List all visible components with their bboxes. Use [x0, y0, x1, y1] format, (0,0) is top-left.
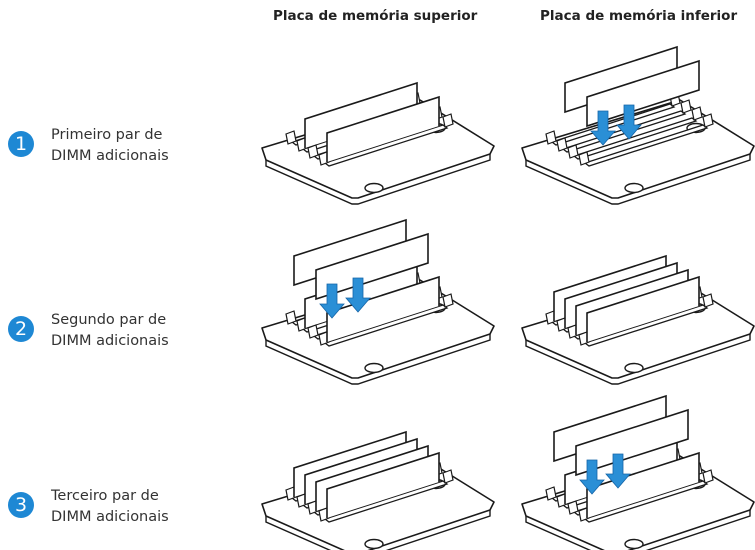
board-upper-step1 [261, 81, 495, 205]
dimm-module [586, 451, 700, 518]
board-edge [525, 334, 751, 385]
step-number-badge: 3 [8, 492, 34, 518]
slot-latch [567, 500, 579, 515]
board-lower-step2 [521, 254, 755, 385]
step-label-line2: DIMM adicionais [51, 333, 169, 349]
mount-hole [624, 182, 644, 194]
board-edge [265, 334, 491, 385]
slot-latch [307, 144, 319, 159]
dimm-module-inserting [315, 232, 429, 301]
step-label-line1: Terceiro par de [51, 488, 159, 504]
step-label: Segundo par de DIMM adicionais [51, 310, 169, 352]
insert-arrow [605, 453, 631, 489]
dimm-module [326, 95, 440, 162]
slot-latch [578, 151, 590, 166]
step-label-line1: Segundo par de [51, 312, 167, 328]
step-number-badge: 1 [8, 131, 34, 157]
slot-latch [545, 130, 557, 145]
insert-arrow [590, 110, 616, 146]
dimm-module [326, 275, 440, 342]
dimm-slot [323, 304, 449, 347]
slot-latch [680, 99, 692, 114]
slot-latch [545, 486, 557, 501]
insert-arrow [319, 283, 345, 319]
step-label-line1: Primeiro par de [51, 127, 163, 143]
slot-latch [442, 469, 454, 484]
dimm-slot [572, 117, 698, 160]
board-lower-step3 [521, 394, 755, 550]
step-label: Primeiro par de DIMM adicionais [51, 125, 169, 167]
board-edge [265, 154, 491, 205]
slot-latch [556, 137, 568, 152]
dimm-module-inserting [586, 59, 700, 128]
board-edge [525, 154, 751, 205]
board-upper-step3 [261, 430, 495, 550]
slot-latch [307, 324, 319, 339]
step-label-line2: DIMM adicionais [51, 148, 169, 164]
dimm-module-inserting [575, 408, 689, 477]
slot-latch [691, 106, 703, 121]
column-header-upper: Placa de memória superior [273, 8, 478, 24]
insert-arrow [345, 277, 371, 313]
slot-latch [702, 293, 714, 308]
insert-arrow [616, 104, 642, 140]
step-2: 2 Segundo par de DIMM adicionais [8, 310, 208, 354]
slot-latch [285, 310, 297, 325]
dimm-slot [583, 480, 709, 523]
column-header-lower: Placa de memória inferior [540, 8, 738, 24]
slot-latch [442, 113, 454, 128]
dimm-slot [323, 124, 449, 167]
dimm-slot [323, 480, 449, 523]
step-1: 1 Primeiro par de DIMM adicionais [8, 125, 208, 169]
board-edge [265, 510, 491, 550]
mount-hole [364, 538, 384, 550]
step-number-badge: 2 [8, 316, 34, 342]
board-lower-step1 [521, 45, 755, 205]
mount-hole [624, 538, 644, 550]
dimm-module [326, 451, 440, 518]
insert-arrow [579, 459, 605, 495]
board-edge [525, 510, 751, 550]
mount-hole [364, 362, 384, 374]
step-3: 3 Terceiro par de DIMM adicionais [8, 486, 208, 530]
step-label-line2: DIMM adicionais [51, 509, 169, 525]
mount-hole [624, 362, 644, 374]
mount-hole [364, 182, 384, 194]
slot-latch [702, 113, 714, 128]
slot-latch [702, 469, 714, 484]
step-label: Terceiro par de DIMM adicionais [51, 486, 169, 528]
dimm-slot [583, 304, 709, 347]
slot-latch [567, 144, 579, 159]
board-upper-step2 [261, 218, 495, 385]
dimm-slot [583, 124, 709, 167]
slot-latch [285, 130, 297, 145]
slot-latch [442, 293, 454, 308]
dimm-module [586, 275, 700, 342]
